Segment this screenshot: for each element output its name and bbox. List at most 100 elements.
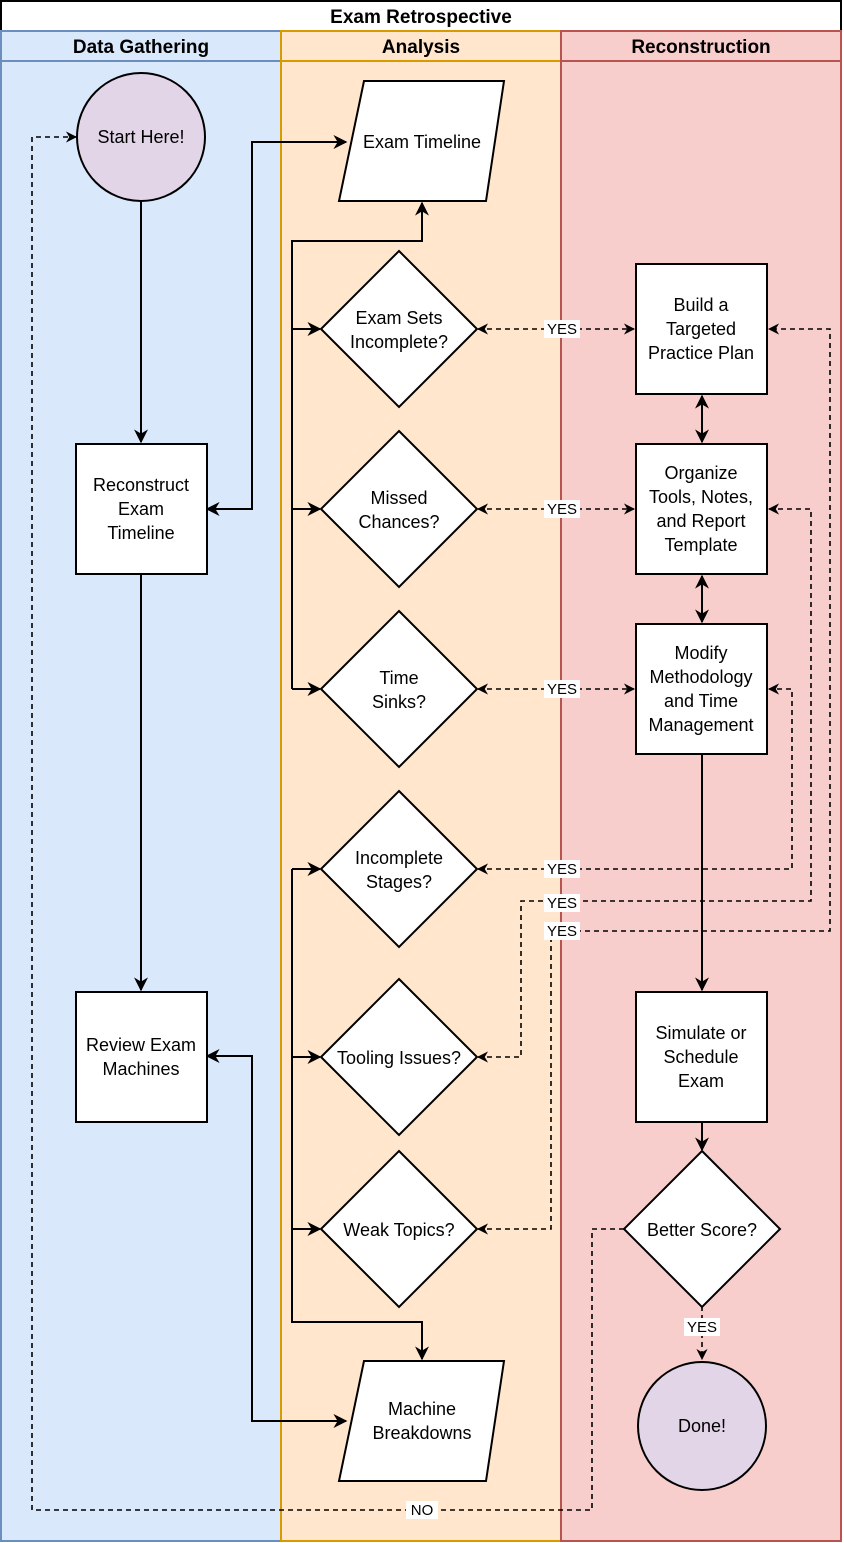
node-exam-timeline[interactable]: Exam Timeline: [337, 80, 506, 202]
node-label-line: Better Score?: [647, 1220, 757, 1240]
node-label-line: Tools, Notes,: [649, 487, 753, 507]
node-label-line: Breakdowns: [372, 1423, 471, 1443]
node-label-line: Tooling Issues?: [337, 1048, 461, 1068]
edge-review-to-machine-breakdowns: [205, 1049, 348, 1428]
node-better-score[interactable]: Better Score?: [622, 1149, 782, 1309]
label-yes-time-sinks: YES: [544, 680, 580, 698]
node-tooling-issues[interactable]: Tooling Issues?: [319, 977, 479, 1137]
node-label-line: Schedule: [663, 1047, 738, 1067]
diagram-title: Exam Retrospective: [330, 7, 512, 28]
lane-title-data-gathering: Data Gathering: [73, 37, 209, 58]
node-label-line: Incomplete: [355, 848, 443, 868]
svg-text:YES: YES: [547, 861, 577, 878]
lane-analysis: Analysis: [280, 30, 562, 1542]
lane-title-analysis: Analysis: [382, 37, 460, 58]
node-label-line: and Report: [656, 511, 745, 531]
node-start-label: Start Here!: [97, 127, 184, 147]
label-yes-weak: YES: [544, 922, 580, 940]
edges: [31, 131, 831, 1511]
edge-labels: YES YES YES YES YES YES YES NO: [406, 320, 720, 1519]
node-label-line: Template: [664, 535, 737, 555]
node-label-line: Weak Topics?: [343, 1220, 454, 1240]
node-label-line: Time: [379, 668, 418, 688]
node-label-line: Build a: [673, 295, 729, 315]
edge-reconstruct-to-exam-timeline: [205, 135, 348, 516]
svg-text:YES: YES: [547, 895, 577, 912]
node-label-line: Machines: [102, 1059, 179, 1079]
label-no-better-score: NO: [406, 1501, 438, 1519]
node-label-line: Missed: [370, 488, 427, 508]
svg-text:NO: NO: [411, 1502, 434, 1519]
node-tooling-label: Tooling Issues?: [337, 1048, 461, 1068]
lane-title-reconstruction: Reconstruction: [631, 37, 770, 58]
node-exam-timeline-label: Exam Timeline: [363, 132, 481, 152]
node-label-line: Done!: [678, 1416, 726, 1436]
node-label-line: Stages?: [366, 872, 432, 892]
node-label-line: Simulate or: [655, 1023, 746, 1043]
node-start[interactable]: Start Here!: [76, 72, 206, 202]
svg-text:YES: YES: [687, 1319, 717, 1336]
node-weak-topics[interactable]: Weak Topics?: [319, 1149, 479, 1309]
node-label-line: Management: [648, 715, 753, 735]
label-yes-exam-sets: YES: [544, 320, 580, 338]
svg-text:YES: YES: [547, 321, 577, 338]
node-label-line: Targeted: [666, 319, 736, 339]
node-label-line: Organize: [664, 463, 737, 483]
node-label-line: Reconstruct: [93, 475, 189, 495]
node-label-line: Exam: [678, 1071, 724, 1091]
node-label-line: Exam Timeline: [363, 132, 481, 152]
edge-weak-to-build: [476, 323, 831, 1235]
node-label-line: Exam Sets: [355, 308, 442, 328]
svg-text:YES: YES: [547, 681, 577, 698]
svg-text:YES: YES: [547, 501, 577, 518]
node-label-line: Sinks?: [372, 692, 426, 712]
edge-bus-to-machine-breakdowns: [291, 869, 429, 1361]
node-label-line: Exam: [118, 499, 164, 519]
node-label-line: Machine: [388, 1399, 456, 1419]
node-label-line: Chances?: [358, 512, 439, 532]
label-yes-missed: YES: [544, 500, 580, 518]
edge-bus-to-exam-timeline: [291, 201, 429, 689]
svg-text:YES: YES: [547, 923, 577, 940]
node-done[interactable]: Done!: [637, 1361, 767, 1491]
node-label-line: Timeline: [107, 523, 174, 543]
label-yes-tooling: YES: [544, 894, 580, 912]
node-label-line: Methodology: [649, 667, 752, 687]
pool-header: Exam Retrospective: [0, 0, 842, 32]
node-done-label: Done!: [678, 1416, 726, 1436]
node-label-line: Review Exam: [86, 1035, 196, 1055]
node-label-line: Modify: [674, 643, 727, 663]
edge-better-score-to-start: [31, 131, 624, 1511]
label-yes-better-score: YES: [684, 1318, 720, 1336]
label-yes-incomplete-stages: YES: [544, 860, 580, 878]
node-label-line: Practice Plan: [648, 343, 754, 363]
node-weak-label: Weak Topics?: [343, 1220, 454, 1240]
node-label-line: and Time: [664, 691, 738, 711]
node-label-line: Incomplete?: [350, 332, 448, 352]
node-label-line: Start Here!: [97, 127, 184, 147]
node-better-score-label: Better Score?: [647, 1220, 757, 1240]
